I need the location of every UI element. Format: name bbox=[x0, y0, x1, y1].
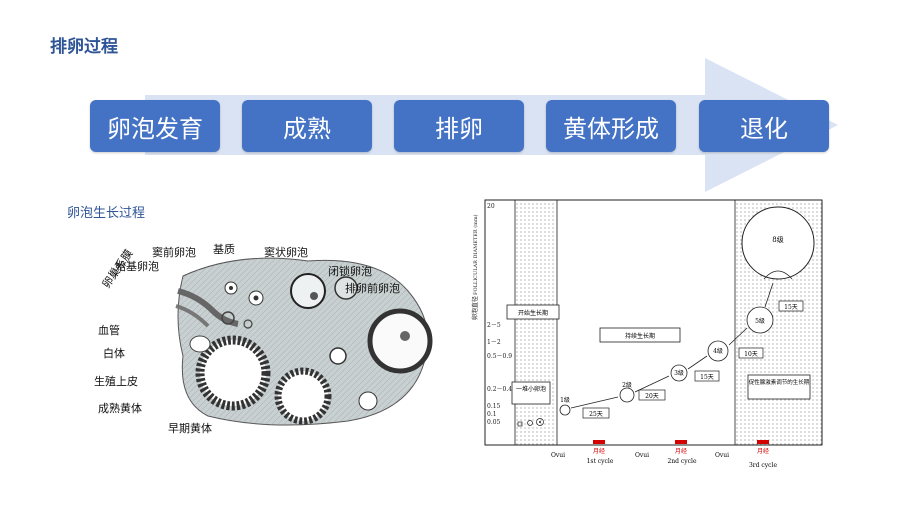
menses-label-3: 月经 bbox=[757, 447, 769, 455]
label-preovulatory-follicle: 排卵前卵泡 bbox=[345, 280, 400, 296]
days-20: 20天 bbox=[645, 393, 659, 400]
days-10: 10天 bbox=[744, 351, 758, 358]
follicle-growth-chart: 卵泡直径 FOLLICULAR DIAMETER (mm) 20 2－5 1－2… bbox=[460, 195, 830, 475]
label-atretic-follicle: 闭锁卵泡 bbox=[328, 263, 372, 279]
y-tick-0.1: 0.1 bbox=[487, 411, 497, 418]
flow-step-corpus-luteum: 黄体形成 bbox=[546, 100, 676, 152]
grade-8: 8级 bbox=[772, 235, 783, 244]
label-blood-vessel: 血管 bbox=[98, 322, 120, 338]
phase-hormone-label: 促性腺激素调节的生长期 bbox=[749, 378, 810, 386]
ovui-3: Ovui bbox=[715, 452, 729, 459]
grade-1: 1级 bbox=[560, 396, 570, 404]
flow-step-maturation: 成熟 bbox=[242, 100, 372, 152]
label-early-corpus-luteum: 早期黄体 bbox=[168, 420, 212, 436]
y-tick-2-5: 2－5 bbox=[487, 322, 501, 329]
grade-3: 3级 bbox=[674, 369, 684, 377]
menses-marker-3 bbox=[757, 440, 769, 444]
grade-2: 2级 bbox=[622, 381, 632, 389]
days-25: 25天 bbox=[589, 411, 603, 418]
grade-5: 5级 bbox=[755, 317, 765, 325]
y-tick-0.05: 0.05 bbox=[487, 419, 501, 426]
flow-step-follicle-development: 卵泡发育 bbox=[90, 100, 220, 152]
menses-label-1: 月经 bbox=[593, 447, 605, 455]
label-germinal-epithelium: 生殖上皮 bbox=[94, 373, 138, 389]
y-tick-20: 20 bbox=[487, 203, 495, 210]
ovui-2: Ovui bbox=[635, 452, 649, 459]
grade-4: 4级 bbox=[713, 347, 723, 355]
y-tick-0.2-0.4: 0.2－0.4 bbox=[487, 386, 512, 393]
label-corpus-albicans: 白体 bbox=[103, 345, 125, 361]
menses-marker-1 bbox=[593, 440, 605, 444]
y-tick-0.5-0.9: 0.5－0.9 bbox=[487, 353, 512, 360]
y-tick-1-2: 1－2 bbox=[487, 339, 501, 346]
phase-sustain-label: 持续生长期 bbox=[625, 332, 655, 340]
flow-step-ovulation: 排卵 bbox=[394, 100, 524, 152]
menses-label-2: 月经 bbox=[675, 447, 687, 455]
zone-start-growth bbox=[515, 200, 557, 445]
days-15: 15天 bbox=[700, 374, 714, 381]
phase-start-label: 开始生长期 bbox=[518, 309, 548, 317]
y-axis-label-en: FOLLICULAR DIAMETER (mm) bbox=[472, 214, 479, 295]
y-tick-0.15: 0.15 bbox=[487, 403, 501, 410]
y-axis-label-zh: 卵泡直径 bbox=[471, 296, 479, 320]
label-mature-corpus-luteum: 成熟黄体 bbox=[98, 400, 142, 416]
cycle-1: 1st cycle bbox=[587, 458, 614, 465]
cycle-3: 3rd cycle bbox=[749, 462, 777, 469]
cycle-2: 2nd cycle bbox=[667, 458, 696, 465]
label-antral-follicle: 窦状卵泡 bbox=[264, 244, 308, 260]
cohort-label: 一堆小卵泡 bbox=[516, 385, 546, 393]
ovui-1: Ovui bbox=[551, 452, 565, 459]
label-stroma: 基质 bbox=[213, 241, 235, 257]
section-subtitle: 卵泡生长过程 bbox=[67, 202, 145, 221]
days-15-final: 15天 bbox=[784, 304, 798, 311]
menses-marker-2 bbox=[675, 440, 687, 444]
flow-step-regression: 退化 bbox=[699, 100, 829, 152]
